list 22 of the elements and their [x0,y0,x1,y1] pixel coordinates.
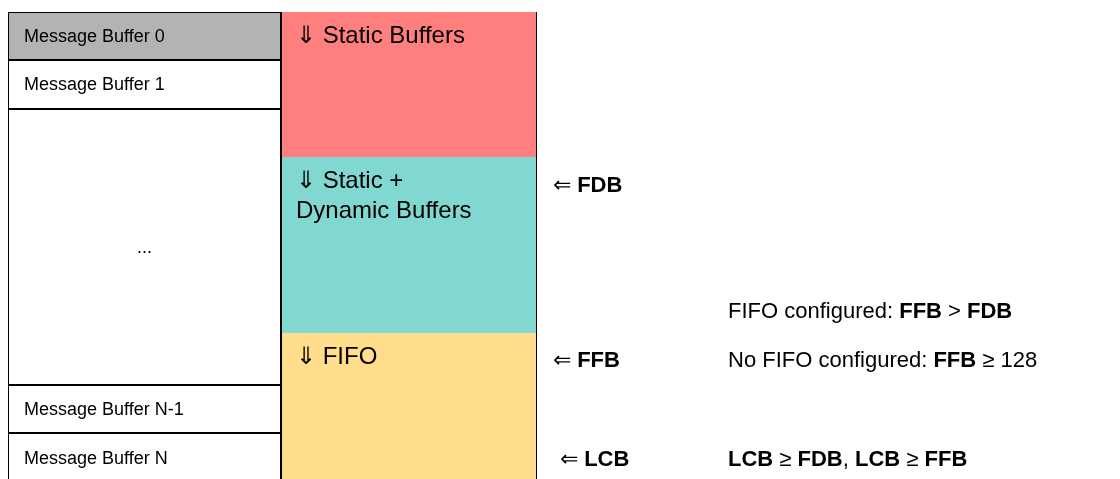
region-label: ⇓ Static + Dynamic Buffers [296,165,473,225]
slot-label: ... [137,235,152,259]
condition-note: LCB ≥ FDB, LCB ≥ FFB [728,446,968,472]
buffer-slot [8,109,281,385]
pointer-label: ⇐ FDB [553,172,623,198]
slot-label: Message Buffer 0 [24,24,165,48]
memory-region [281,333,537,479]
memory-region [281,12,537,157]
pointer-label: ⇐ LCB [560,446,630,472]
region-label: ⇓ Static Buffers [296,20,465,50]
condition-note: FIFO configured: FFB > FDB [728,298,1013,324]
slot-label: Message Buffer N-1 [24,397,184,421]
buffer-slot [8,385,281,433]
region-label: ⇓ FIFO [296,341,378,371]
buffer-slot [8,12,281,60]
condition-note: No FIFO configured: FFB ≥ 128 [728,347,1038,373]
buffer-slot [8,60,281,109]
memory-region [281,157,537,333]
slot-label: Message Buffer N [24,446,168,470]
slot-label: Message Buffer 1 [24,73,165,96]
buffer-slot [8,433,281,479]
pointer-label: ⇐ FFB [553,347,620,373]
